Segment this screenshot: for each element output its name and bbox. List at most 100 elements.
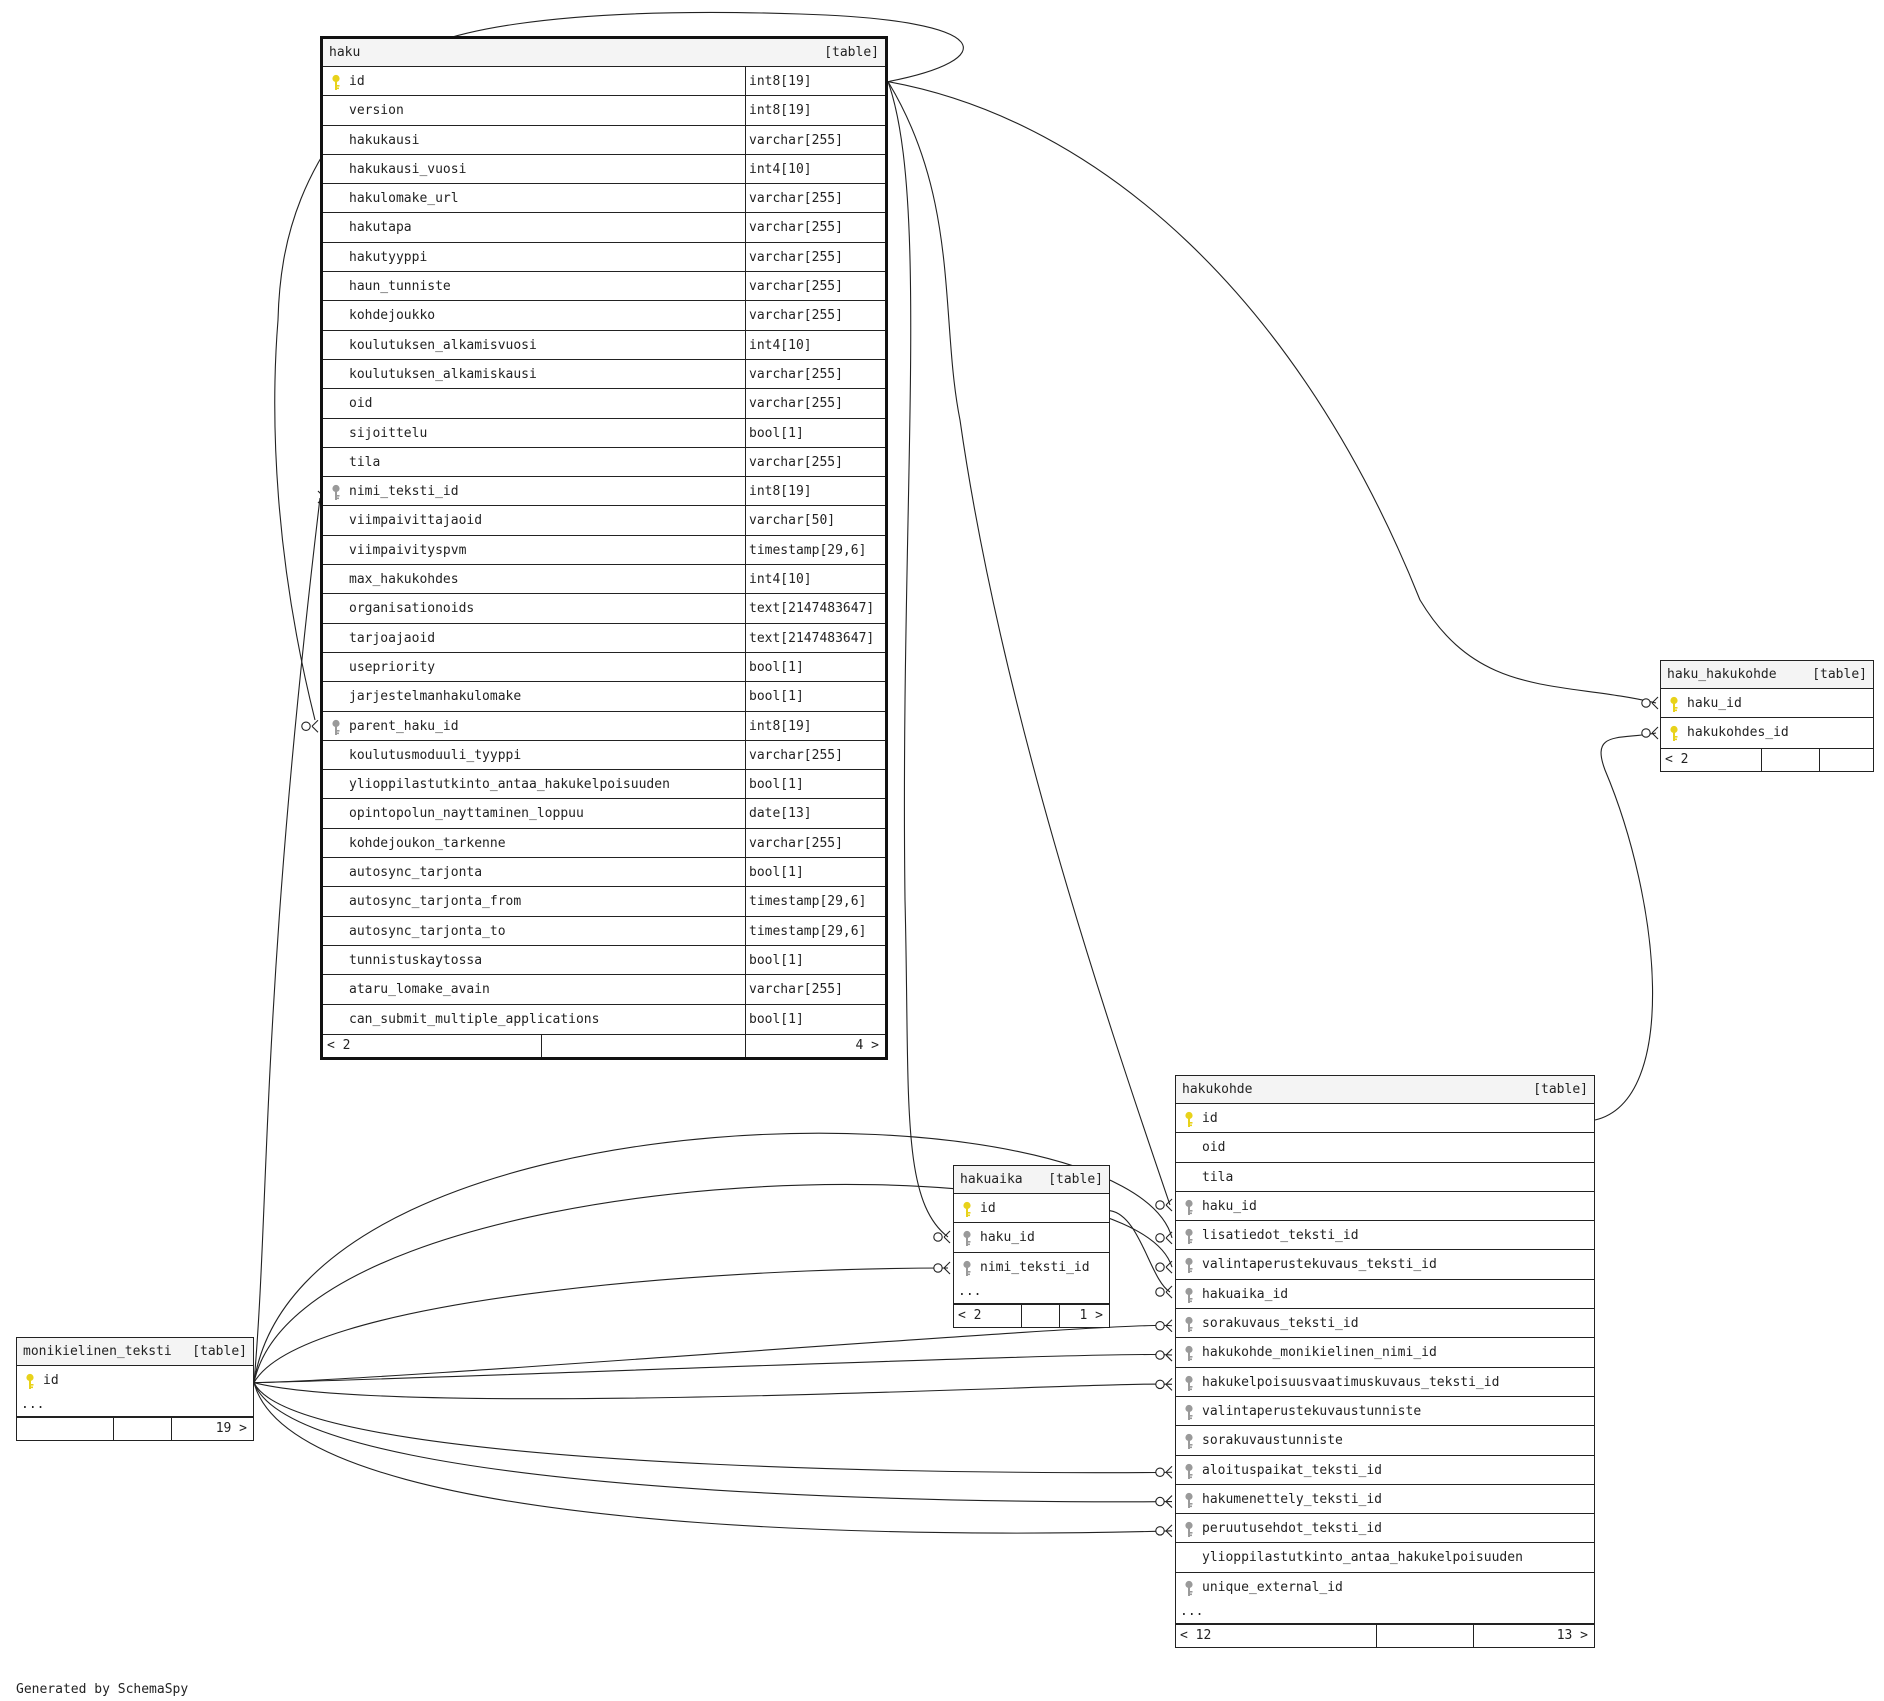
column-name: hakukelpoisuusvaatimuskuvaus_teksti_id [1202,1374,1500,1390]
column-row[interactable]: id [1176,1104,1594,1134]
column-row[interactable]: id [954,1194,1109,1224]
column-row[interactable]: hakuaika_id [1176,1280,1594,1310]
column-row[interactable]: ylioppilastutkinto_antaa_hakukelpoisuude… [323,770,885,800]
column-row[interactable]: unique_external_id [1176,1573,1594,1602]
column-row[interactable]: sorakuvaus_teksti_id [1176,1309,1594,1339]
column-row[interactable]: ylioppilastutkinto_antaa_hakukelpoisuude… [1176,1543,1594,1573]
children-count[interactable]: 1 > [1079,1307,1103,1323]
column-row[interactable]: aloituspaikat_teksti_id [1176,1456,1594,1485]
primary-key-icon [962,1200,972,1217]
table-header[interactable]: haku[table] [323,39,885,67]
fk-hakukohde-teksti-12 [253,1382,1173,1474]
column-row[interactable]: haku_id [1661,689,1873,719]
column-name: hakukohde_monikielinen_nimi_id [1202,1345,1437,1361]
column-row[interactable]: hakukelpoisuusvaatimuskuvaus_teksti_id [1176,1368,1594,1397]
fk-hakukohde-haku [887,81,1171,1206]
table-name: haku_hakukohde [1667,667,1777,682]
children-count[interactable]: 13 > [1556,1628,1588,1644]
column-type: varchar[255] [745,213,843,242]
column-type: varchar[255] [745,301,843,330]
parents-count[interactable]: < 12 [1180,1628,1212,1644]
column-row[interactable]: oid [1176,1133,1594,1163]
column-row[interactable]: hakukohdes_id [1661,718,1873,747]
column-type: timestamp[29,6] [745,916,866,945]
parents-count[interactable]: < 2 [327,1037,351,1053]
children-count[interactable]: 19 > [215,1421,247,1437]
column-type: bool[1] [745,652,804,682]
more-columns[interactable]: ... [954,1282,1109,1304]
column-name: jarjestelmanhakulomake [349,689,522,705]
more-columns[interactable]: ... [17,1395,253,1418]
table-monikielinen-teksti[interactable]: monikielinen_teksti[table]id... 19 > [16,1337,254,1442]
column-row[interactable]: haku_id [1176,1192,1594,1222]
column-row[interactable]: peruutusehdot_teksti_id [1176,1514,1594,1544]
table-header[interactable]: hakuaika[table] [954,1166,1109,1194]
column-row[interactable]: lisatiedot_teksti_id [1176,1221,1594,1251]
more-columns[interactable]: ... [1176,1602,1594,1625]
column-row[interactable]: id [17,1366,253,1395]
column-row[interactable]: sorakuvaustunniste [1176,1426,1594,1456]
fk-endpoint-hakukohdes-id [1641,726,1659,740]
column-name: hakumenettely_teksti_id [1202,1491,1383,1507]
table-header[interactable]: monikielinen_teksti[table] [17,1338,253,1366]
children-count[interactable]: 4 > [855,1037,879,1053]
column-type: varchar[255] [745,828,843,858]
column-row[interactable]: hakukohde_monikielinen_nimi_id [1176,1338,1594,1368]
column-row[interactable]: nimi_teksti_id [954,1253,1109,1282]
column-name: tila [1202,1169,1234,1185]
column-type: int4[10] [745,330,812,359]
column-type: varchar[50] [745,506,835,535]
column-type: text[2147483647] [745,623,874,652]
table-header[interactable]: hakukohde[table] [1176,1076,1594,1104]
fk-haku-hakukohde-hakukohdes [1594,732,1657,1121]
column-row[interactable]: tila [1176,1163,1594,1192]
parents-count[interactable]: < 2 [958,1307,982,1323]
column-row[interactable]: valintaperustekuvaus_teksti_id [1176,1250,1594,1280]
column-name: tila [349,454,381,470]
table-header[interactable]: haku_hakukohde[table] [1661,661,1873,689]
column-row[interactable]: haku_id [954,1223,1109,1253]
column-row[interactable]: valintaperustekuvaustunniste [1176,1397,1594,1427]
column-row[interactable]: hakumenettely_teksti_id [1176,1485,1594,1515]
parents-count[interactable]: < 2 [1665,751,1689,767]
footer-divider [541,1034,542,1057]
column-name: max_hakukohdes [349,572,459,588]
